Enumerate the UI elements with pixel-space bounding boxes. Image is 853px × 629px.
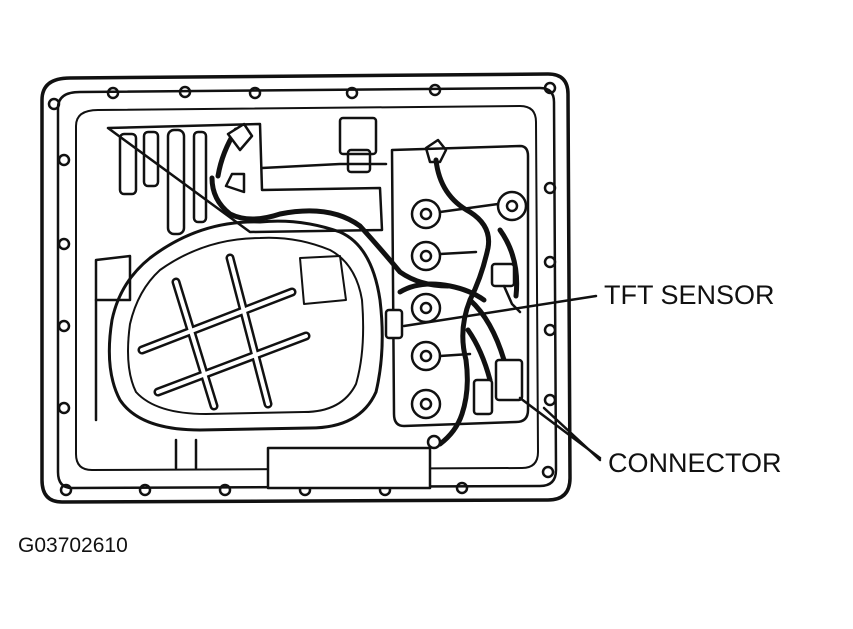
bolt-hole	[57, 401, 71, 415]
bolt-hole	[543, 323, 557, 337]
solenoid	[496, 190, 528, 222]
solenoid	[410, 292, 442, 324]
wiring-harness	[209, 127, 520, 447]
connector-plug	[494, 358, 524, 402]
connectors	[224, 122, 524, 490]
tft-sensor-body	[384, 308, 404, 340]
bolt-hole	[57, 153, 71, 167]
bolt-hole	[543, 255, 557, 269]
bolt-hole	[248, 86, 262, 100]
strainer-grid	[137, 253, 311, 411]
solenoid-block	[390, 138, 530, 428]
bolt-hole	[218, 483, 232, 497]
bolt-hole	[57, 237, 71, 251]
connector-leader	[542, 406, 602, 462]
bolt-hole	[543, 181, 557, 195]
bolt-hole	[541, 465, 555, 479]
bolt-hole	[428, 83, 442, 97]
bolt-hole	[543, 81, 557, 95]
bolt-hole	[178, 85, 192, 99]
solenoid	[410, 198, 442, 230]
bolt-hole	[106, 86, 120, 100]
callout-leaders	[402, 294, 602, 462]
connector-label: CONNECTOR	[608, 448, 782, 478]
bolt-hole	[59, 483, 73, 497]
solenoid	[410, 340, 442, 372]
tft-sensor-label: TFT SENSOR	[604, 280, 775, 310]
bolt-hole	[47, 97, 61, 111]
bolt-hole	[455, 481, 469, 495]
solenoid	[410, 388, 442, 420]
oil-strainer	[107, 219, 384, 432]
bolt-hole	[543, 393, 557, 407]
solenoid	[410, 240, 442, 272]
pan-bolt-holes	[47, 81, 557, 497]
tft-sensor-leader	[402, 294, 598, 328]
figure-id: G03702610	[18, 534, 128, 557]
valve-body	[94, 116, 388, 470]
connector-plug	[472, 378, 494, 416]
bolt-hole	[345, 86, 359, 100]
bolt-hole	[138, 483, 152, 497]
bolt-hole	[57, 319, 71, 333]
